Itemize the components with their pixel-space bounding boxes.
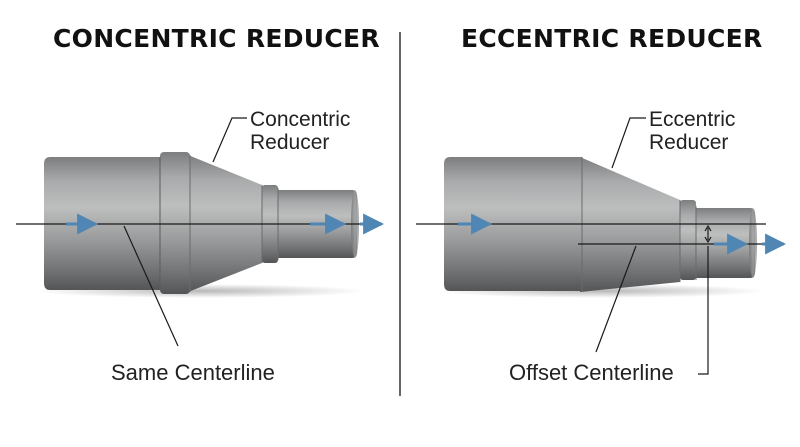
offset-dimension-marker [698,224,712,375]
concentric-callout-leader [212,117,247,163]
offset-centerline-leader [595,245,637,353]
eccentric-callout-leader [611,117,646,169]
eccentric-callout-label: Eccentric Reducer [649,108,735,154]
same-centerline-label: Same Centerline [111,360,275,385]
concentric-heading: CONCENTRIC REDUCER [53,24,380,53]
concentric-callout-label: Concentric Reducer [250,108,350,154]
eccentric-callout-line2: Reducer [649,131,729,155]
offset-centerline-label: Offset Centerline [509,360,674,385]
eccentric-callout-line1: Eccentric [649,108,736,131]
same-centerline-leader [123,225,179,347]
concentric-callout-line2: Reducer [250,131,330,155]
concentric-callout-line1: Concentric [250,108,351,131]
eccentric-reducer-part [435,157,765,298]
eccentric-heading: ECCENTRIC REDUCER [461,24,763,53]
